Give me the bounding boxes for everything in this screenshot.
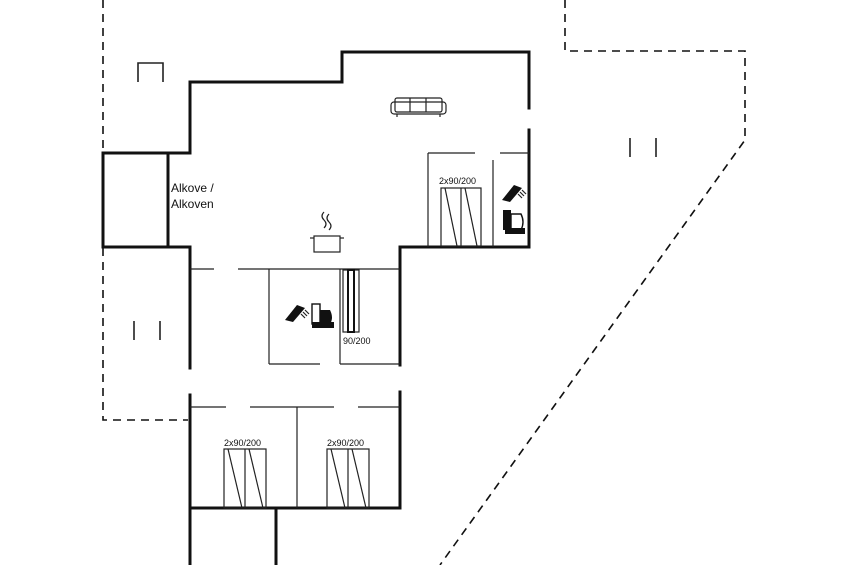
dashed-right-outline [439,0,746,565]
partitions [190,152,529,508]
east-wall-upper [398,128,531,367]
stove-pot-icon [310,211,344,253]
bed-size-label: 90/200 [343,336,371,346]
toilet-icon [503,210,525,234]
bed-icon [223,448,267,509]
dashed-left-lower-outline [102,248,188,421]
alcove-label-line2: Alkoven [171,197,214,211]
bed-size-label: 2x90/200 [439,176,476,186]
chair-icons [133,62,657,340]
bed-icon [342,269,360,333]
bed-size-label: 2x90/200 [327,438,364,448]
shower-icon [502,185,527,202]
bed-size-label: 2x90/200 [224,438,261,448]
bed-icon [326,448,370,509]
walls [101,50,531,565]
shower-icon [285,305,310,322]
sofa-icon [390,97,447,117]
toilet-icon [311,303,334,328]
dashed-outlines [102,0,746,565]
chair-icon [133,321,161,340]
bed-icon [440,187,482,247]
alcove-label-line1: Alkove / [171,181,214,195]
north-wall [188,50,531,155]
chair-icon [629,138,657,157]
alcove-walls [101,151,170,249]
chair-icon [137,62,164,82]
